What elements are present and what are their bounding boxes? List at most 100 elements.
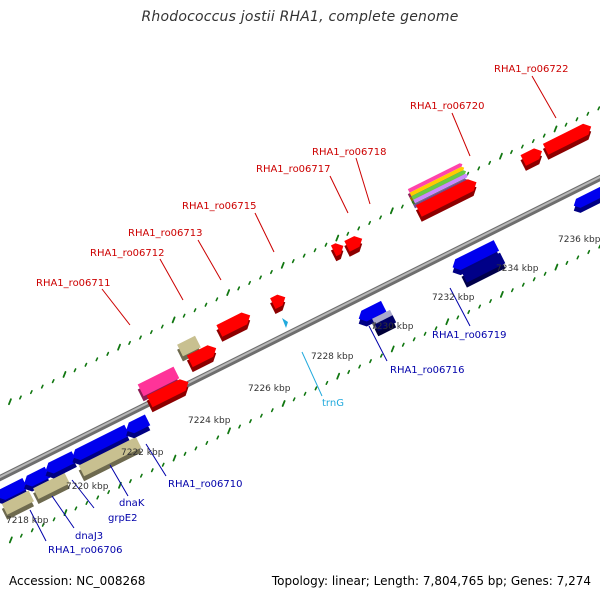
axis-label: 7226 kbp <box>248 384 291 394</box>
gene-ro06713[interactable] <box>216 312 251 342</box>
upper-tick <box>553 125 558 133</box>
gene-ro06720[interactable] <box>415 179 477 222</box>
upper-tick <box>62 371 67 378</box>
axis-label: 7220 kbp <box>66 482 109 492</box>
axis-label: 7236 kbp <box>558 235 600 245</box>
upper-tick <box>171 316 176 324</box>
gene-ro06717-body <box>330 243 344 257</box>
feature-grpE2-cds-body <box>78 436 142 477</box>
gene-dnaJ3[interactable] <box>45 451 77 479</box>
upper-tick <box>160 324 164 329</box>
label-RHA1_ro06717[interactable]: RHA1_ro06717 <box>256 164 331 175</box>
lower-tick <box>401 342 405 347</box>
gene-ro06718-body <box>344 236 363 252</box>
gene-ro06718[interactable] <box>344 236 363 257</box>
gene-dnaJ3-body <box>45 451 77 474</box>
upper-tick <box>139 335 142 340</box>
gene-ro06717[interactable] <box>330 243 344 262</box>
leader-RHA1_ro06719 <box>449 287 471 327</box>
lower-tick <box>205 440 209 445</box>
label-RHA1_ro06716[interactable]: RHA1_ro06716 <box>390 365 465 376</box>
upper-tick <box>400 204 404 209</box>
leader-RHA1_ro06720 <box>451 112 471 157</box>
lower-tick <box>532 277 536 282</box>
lower-tick <box>412 337 416 342</box>
feature-dnaJ3-cds[interactable] <box>33 472 70 504</box>
label-RHA1_ro06706[interactable]: RHA1_ro06706 <box>48 545 123 556</box>
lower-tick <box>139 473 143 478</box>
gene-grpE2[interactable] <box>72 424 130 466</box>
leader-dnaK <box>109 464 129 497</box>
lower-tick <box>129 479 132 484</box>
gene-reverse-left-1[interactable] <box>0 478 28 505</box>
upper-tick <box>597 106 600 111</box>
lower-tick <box>478 304 482 309</box>
label-RHA1_ro06710[interactable]: RHA1_ro06710 <box>168 479 243 490</box>
label-RHA1_ro06719[interactable]: RHA1_ro06719 <box>432 330 507 341</box>
lower-tick <box>41 522 45 527</box>
lower-tick <box>314 386 318 391</box>
upper-tick <box>499 152 503 160</box>
upper-tick <box>324 242 328 247</box>
label-grpE2[interactable]: grpE2 <box>108 513 138 524</box>
leader-RHA1_ro06711 <box>101 288 131 326</box>
label-RHA1_ro06711[interactable]: RHA1_ro06711 <box>36 278 111 289</box>
feature-ro06716-b-body <box>374 315 397 332</box>
lower-tick <box>489 299 492 304</box>
axis-label: 7234 kbp <box>496 264 539 274</box>
gene-ro06706[interactable] <box>24 466 51 492</box>
gene-ro06716[interactable] <box>358 300 387 327</box>
label-RHA1_ro06718[interactable]: RHA1_ro06718 <box>312 147 387 158</box>
gene-ro06712[interactable] <box>186 345 217 373</box>
leader-RHA1_ro06717 <box>329 175 349 214</box>
lower-tick <box>456 315 460 320</box>
accession-text: Accession: NC_008268 <box>9 574 146 588</box>
lower-tick <box>390 345 395 353</box>
feature-ro06716-b[interactable] <box>374 315 397 337</box>
lower-tick <box>227 427 231 435</box>
lower-tick <box>467 309 471 315</box>
gene-ro06719-body <box>452 240 500 271</box>
gene-ro06711[interactable] <box>146 379 189 413</box>
label-RHA1_ro06720[interactable]: RHA1_ro06720 <box>410 101 485 112</box>
feature-grpE2-cds[interactable] <box>78 436 142 482</box>
upper-tick <box>40 384 44 389</box>
label-trnG[interactable]: trnG <box>322 398 344 409</box>
upper-tick <box>8 398 12 406</box>
upper-tick <box>29 390 33 395</box>
gene-ro06723-body <box>542 123 592 155</box>
gene-ro06715[interactable] <box>270 294 286 314</box>
feature-ro06720-d-body <box>413 173 468 204</box>
feature-ro06711-cds[interactable] <box>137 366 180 402</box>
feature-ro06711-cds-body <box>137 366 180 397</box>
feature-ro06719-b[interactable] <box>461 252 506 288</box>
page-title: Rhodococcus jostii RHA1, complete genome <box>141 9 459 25</box>
label-RHA1_ro06722[interactable]: RHA1_ro06722 <box>494 64 569 75</box>
feature-left-cds[interactable] <box>1 490 35 520</box>
lower-tick <box>30 528 34 533</box>
gene-ro06723[interactable] <box>542 123 592 160</box>
lower-tick <box>74 506 78 511</box>
label-RHA1_ro06713[interactable]: RHA1_ro06713 <box>128 228 203 239</box>
label-RHA1_ro06715[interactable]: RHA1_ro06715 <box>182 201 257 212</box>
gene-ro06721[interactable] <box>573 186 600 213</box>
upper-tick <box>302 253 306 258</box>
trna-marker[interactable] <box>282 318 288 328</box>
gene-ro06722[interactable] <box>520 148 543 171</box>
leader-dnaJ3 <box>51 495 75 529</box>
feature-ro06712-cds[interactable] <box>177 335 201 362</box>
gene-ro06712-body <box>186 345 217 368</box>
lower-tick <box>161 462 165 467</box>
label-RHA1_ro06712[interactable]: RHA1_ro06712 <box>90 248 165 259</box>
lower-tick <box>183 451 187 456</box>
feature-left-cds-body <box>1 490 35 515</box>
gene-ro06720-body <box>415 179 477 217</box>
leader-trnG <box>301 351 323 397</box>
gene-dnaK[interactable] <box>126 414 151 439</box>
gene-ro06719[interactable] <box>452 240 500 276</box>
label-dnaJ3[interactable]: dnaJ3 <box>75 531 103 542</box>
upper-tick <box>106 351 110 356</box>
label-dnaK[interactable]: dnaK <box>119 498 145 509</box>
upper-tick <box>379 215 382 220</box>
gene-ro06706-body <box>24 466 51 487</box>
